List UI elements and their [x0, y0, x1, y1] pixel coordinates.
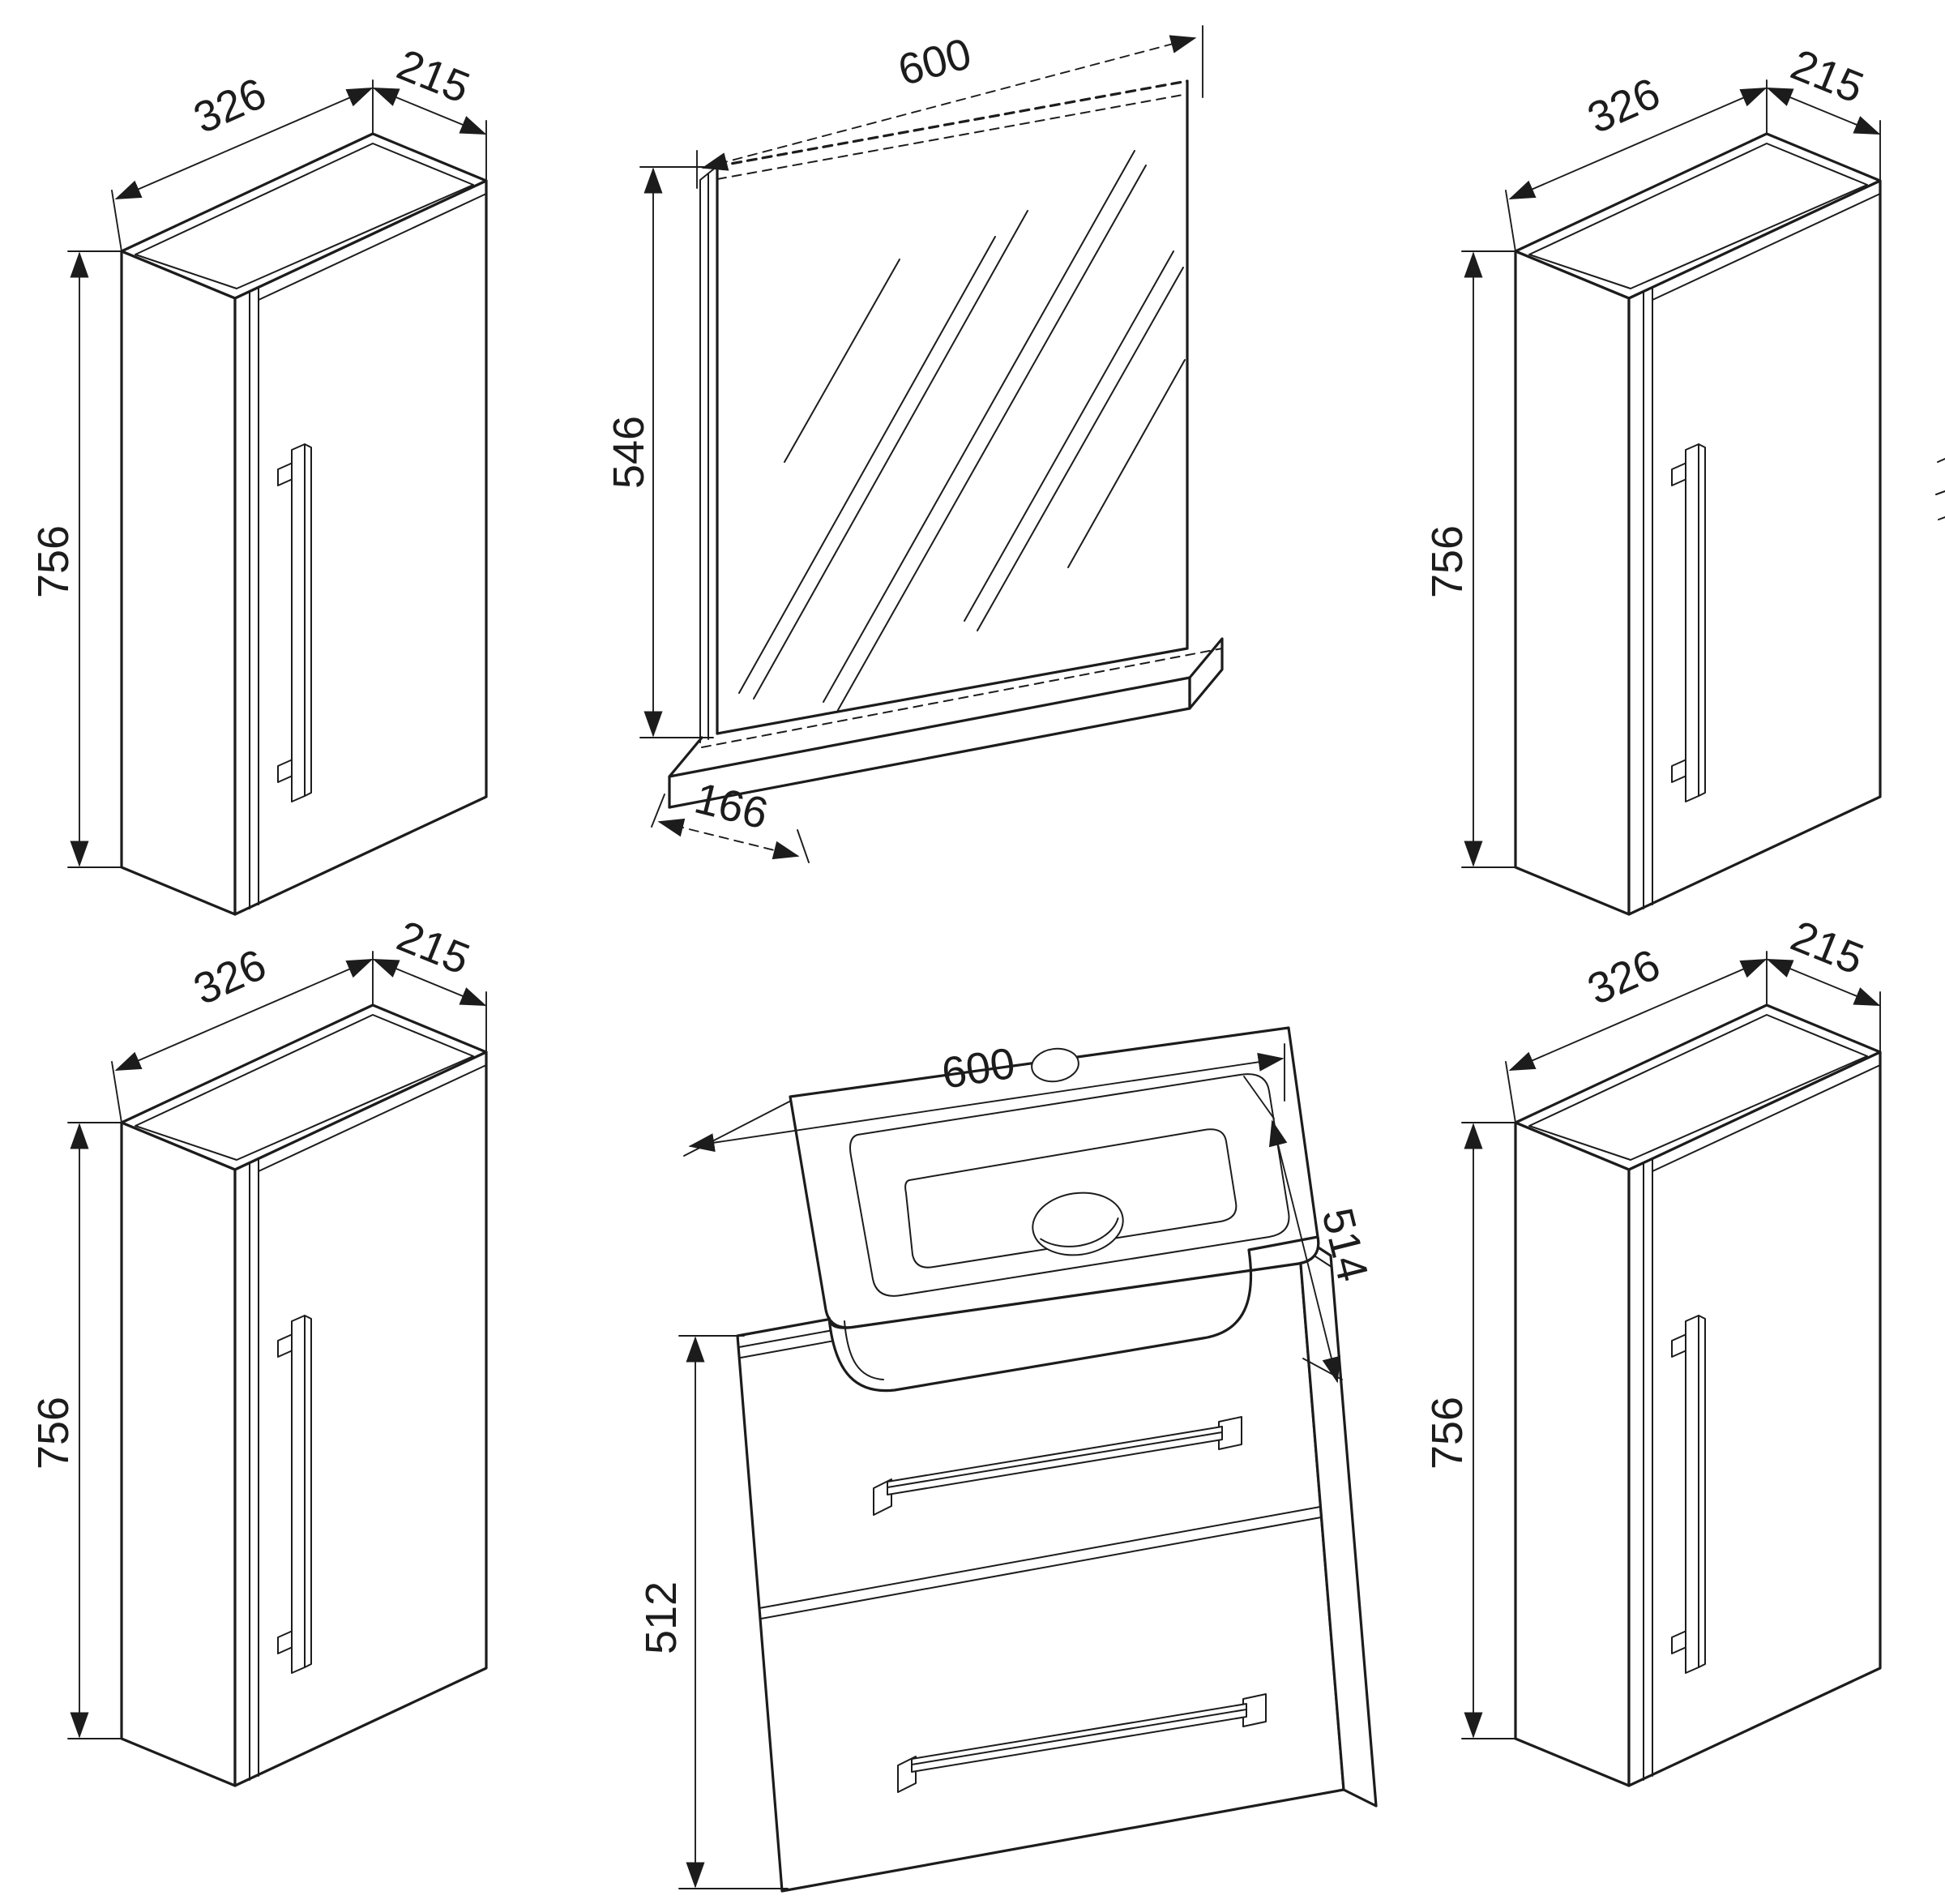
- mirror-height-ticks: [639, 166, 714, 738]
- cabinet-drawing: [1462, 952, 1880, 1786]
- drain-outer: [1032, 1192, 1124, 1256]
- drain-hole: [1032, 1192, 1124, 1256]
- dimension-label-height: 756: [29, 525, 78, 598]
- mirror-reflection-hatching: [738, 150, 1186, 711]
- mirror-top-inner-edge: [716, 93, 1188, 180]
- dimension-label-height: 756: [1423, 525, 1472, 598]
- wall-cabinet-top-left: 326 215 756: [29, 41, 486, 914]
- dimension-label-height: 756: [29, 1397, 78, 1470]
- shelf-back-edge: [701, 648, 1223, 748]
- cabinet-drawing: [68, 80, 486, 914]
- drain-inner-arc: [1040, 1217, 1119, 1247]
- mirror-top-edge: [716, 79, 1189, 168]
- dimension-label-width: 326: [186, 69, 273, 143]
- mirror-with-shelf: 600 546 166: [605, 25, 1224, 863]
- mirror-width-label: 600: [893, 29, 977, 95]
- shelf-depth-label: 166: [690, 774, 772, 839]
- vanity-height-ticks: [678, 1335, 789, 1889]
- cabinet-drawing: [68, 952, 486, 1786]
- edge-artifact: [1935, 458, 1945, 520]
- wall-cabinet-bottom-right: 326 215 756: [1423, 912, 1880, 1786]
- dimension-label-height: 756: [1423, 1397, 1472, 1470]
- shelf-depth-dim-line: [657, 818, 800, 860]
- dimension-label-depth: 215: [391, 912, 477, 984]
- drawer-gap-lines: [759, 1506, 1322, 1619]
- dimension-label-width: 326: [1580, 69, 1667, 143]
- bottom-drawer-handle: [897, 1693, 1267, 1793]
- dimension-label-depth: 215: [391, 41, 477, 113]
- shelf-front-face: [668, 676, 1191, 809]
- dimension-label-depth: 215: [1785, 912, 1870, 984]
- vanity-width-ext-left: [683, 1100, 792, 1157]
- handle-bar-inner-line: [887, 1431, 1223, 1488]
- shelf-front-top-edge: [668, 676, 1191, 809]
- dimension-label-width: 326: [1580, 940, 1667, 1014]
- vanity-width-dim-line: [688, 1052, 1285, 1153]
- cabinet-drawing: [1462, 80, 1880, 914]
- mirror-left-stile: [699, 165, 718, 743]
- mirror-bottom-edge: [716, 647, 1189, 735]
- wall-cabinet-bottom-left: 326 215 756: [29, 912, 486, 1786]
- dimension-label-depth: 215: [1785, 41, 1870, 113]
- basin-depth-dim-line: [1268, 1119, 1341, 1384]
- dimension-label-width: 326: [186, 940, 273, 1014]
- wall-cabinet-top-right: 326 215 756: [1423, 41, 1880, 914]
- vanity-unit: 600 514 512: [637, 1026, 1378, 1893]
- vanity-height-label: 512: [637, 1581, 686, 1654]
- top-drawer-handle: [873, 1416, 1242, 1516]
- vanity-width-label: 600: [938, 1039, 1018, 1098]
- mirror-height-label: 546: [605, 416, 653, 489]
- basin-bowl-front: [827, 1235, 1320, 1393]
- mirror-width-dim-line: [701, 35, 1197, 171]
- handle-bar-inner-line: [911, 1709, 1247, 1765]
- bowl-front-inner-curve: [844, 1320, 884, 1380]
